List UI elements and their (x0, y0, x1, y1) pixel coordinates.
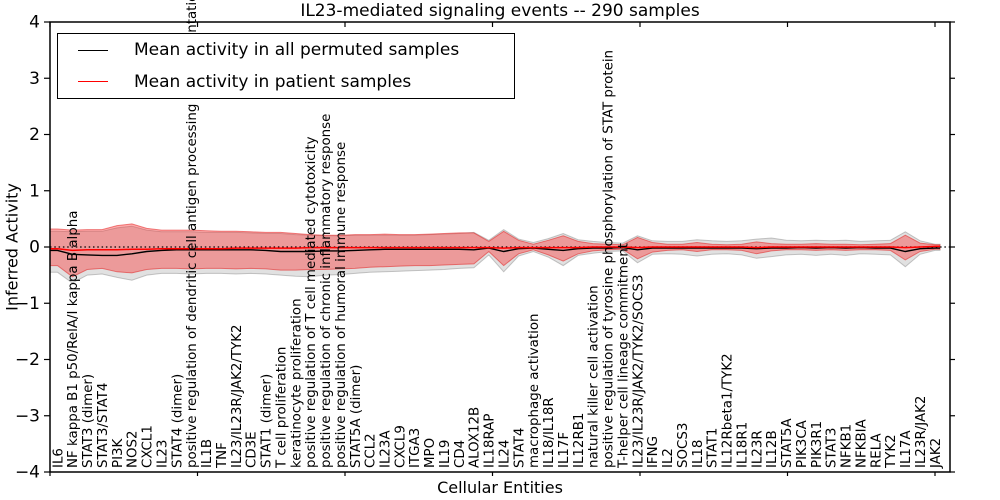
x-tick-label: IL23/IL23R/JAK2/TYK2/SOCS3 (631, 275, 646, 469)
x-tick-label: STAT3 (825, 428, 840, 468)
x-tick-label: STAT1 (dimer) (260, 374, 275, 468)
x-tick-label: IL23 (155, 440, 170, 468)
legend-entry-patient: Mean activity in patient samples (58, 67, 514, 97)
permuted-band (49, 225, 941, 284)
x-tick-label: T-helper cell lineage commitment (616, 243, 631, 469)
patient-mean-line (50, 245, 940, 252)
x-tick-label: STAT4 (512, 428, 527, 468)
y-axis-label: Inferred Activity (2, 183, 22, 311)
y-tick-label: 4 (29, 13, 40, 33)
x-tick-label: IL1B (200, 439, 215, 468)
x-tick-label: natural killer cell activation (587, 285, 602, 468)
y-tick-label: 3 (29, 69, 40, 89)
x-tick-label: macrophage activation (527, 313, 542, 468)
x-tick-label: positive regulation of humoral immune re… (334, 142, 349, 468)
x-tick-label: CD4 (453, 440, 468, 468)
y-tick-label: 1 (29, 181, 40, 201)
x-tick-label: NFKBIA (854, 418, 869, 468)
x-tick-label: IL12Rbeta1/TYK2 (721, 353, 736, 468)
x-tick-label: NFKB1 (840, 424, 855, 468)
x-tick-label: T cell proliferation (274, 347, 289, 469)
x-tick-label: IL17A (899, 430, 914, 468)
x-tick-label: NOS2 (126, 430, 141, 468)
x-tick-label: PI3K (111, 437, 126, 468)
x-tick-label: SOCS3 (676, 423, 691, 468)
x-tick-label: CD3E (245, 431, 260, 468)
x-tick-label: IL23R (750, 430, 765, 468)
x-tick-label: IFNG (646, 436, 661, 468)
x-tick-label: positive regulation of T cell mediated c… (304, 136, 319, 468)
y-tick-label: 0 (29, 238, 40, 258)
y-tick-label: 2 (29, 125, 40, 145)
x-tick-label: keratinocyte proliferation (289, 298, 304, 468)
x-tick-label: CXCL9 (393, 425, 408, 468)
patient-band (49, 223, 941, 278)
x-tick-label: IL19 (438, 440, 453, 468)
legend-permuted-label: Mean activity in all permuted samples (134, 40, 460, 61)
x-tick-label: CCL2 (364, 433, 379, 468)
x-tick-label: RELA (869, 432, 884, 468)
x-tick-label: positive regulation of dendritic cell an… (185, 0, 200, 468)
x-tick-label: STAT3/STAT4 (96, 383, 111, 468)
x-tick-label: IL18 (691, 440, 706, 468)
x-tick-label: IL12RB1 (572, 413, 587, 468)
legend-patient-label: Mean activity in patient samples (134, 71, 412, 92)
x-tick-label: positive regulation of chronic inflammat… (319, 114, 334, 468)
y-tick-label: −3 (15, 406, 40, 426)
x-tick-label: IL6 (51, 448, 66, 468)
x-tick-label: IL23R/JAK2 (914, 396, 929, 468)
x-tick-label: STAT3 (dimer) (81, 374, 96, 468)
x-tick-label: ALOX12B (468, 407, 483, 468)
x-tick-label: IL2 (661, 448, 676, 468)
legend-patient-line-sample (78, 81, 108, 83)
x-tick-label: STAT4 (dimer) (170, 374, 185, 468)
chart-title: IL23-mediated signaling events -- 290 sa… (300, 1, 700, 21)
x-tick-label: TNF (215, 442, 230, 469)
x-tick-label: JAK2 (929, 438, 944, 469)
x-tick-label: IL23/IL23R/JAK2/TYK2 (230, 324, 245, 468)
x-tick-label: IL24 (497, 440, 512, 468)
x-tick-label: IL18/IL18R (542, 397, 557, 468)
legend-entry-permuted: Mean activity in all permuted samples (58, 35, 514, 65)
x-tick-label: positive regulation of tyrosine phosphor… (602, 50, 617, 468)
x-tick-label: IL23A (379, 430, 394, 468)
y-tick-label: −2 (15, 350, 40, 370)
x-tick-label: ITGA3 (408, 428, 423, 468)
x-tick-label: STAT5A (780, 418, 795, 468)
x-tick-label: IL17F (557, 432, 572, 468)
legend: Mean activity in all permuted samples Me… (57, 33, 515, 99)
x-tick-label: IL12B (765, 430, 780, 468)
x-tick-label: NF kappa B1 p50/RelA/I kappa B alpha (66, 211, 81, 468)
x-tick-label: IL18RAP (483, 414, 498, 468)
x-tick-label: PIK3CA (795, 419, 810, 468)
y-tick-label: −1 (15, 294, 40, 314)
x-tick-label: MPO (423, 438, 438, 468)
x-tick-label: IL18R1 (735, 422, 750, 468)
legend-permuted-line-sample (78, 49, 108, 51)
x-tick-label: STAT5A (dimer) (349, 365, 364, 468)
x-tick-label: STAT1 (706, 428, 721, 468)
x-tick-label: TYK2 (884, 434, 899, 469)
y-tick-label: −4 (15, 463, 40, 483)
x-tick-label: PIK3R1 (810, 421, 825, 468)
x-axis-label: Cellular Entities (437, 478, 563, 497)
x-tick-label: CXCL1 (141, 425, 156, 468)
